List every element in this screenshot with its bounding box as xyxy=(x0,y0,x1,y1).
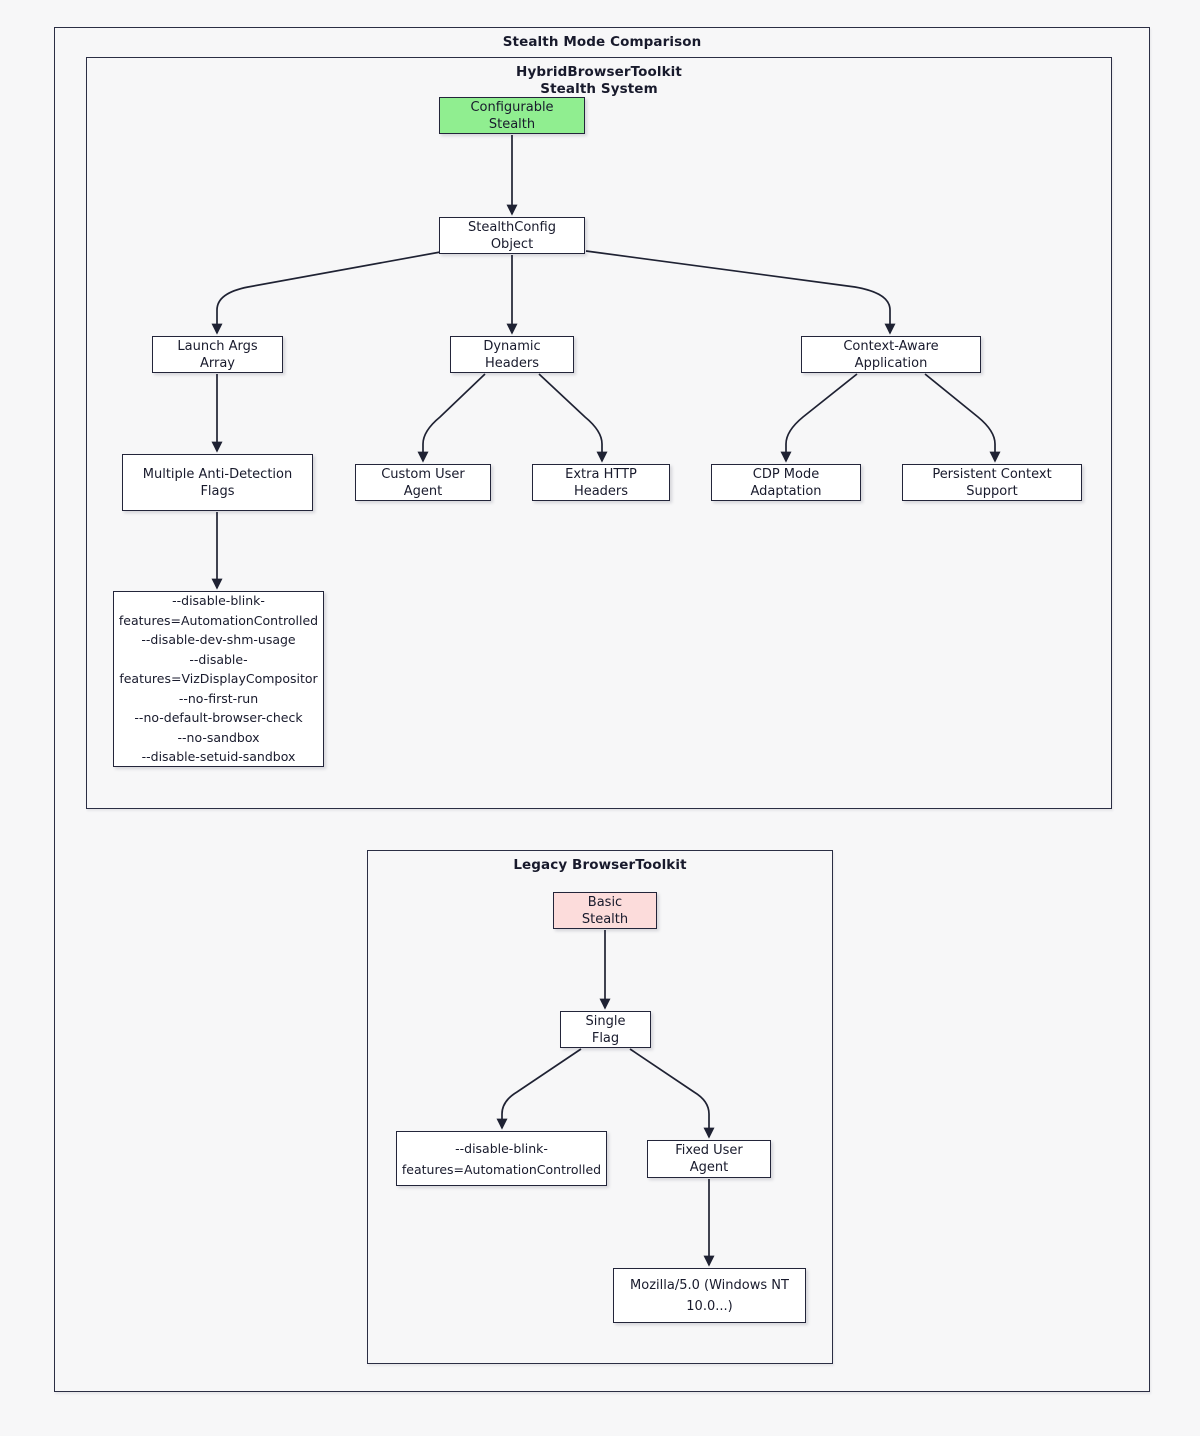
flag-line: --disable-blink- xyxy=(455,1140,548,1156)
node-configurable-stealth: Configurable Stealth xyxy=(439,97,585,134)
node-extra-http-headers: Extra HTTP Headers xyxy=(532,464,670,501)
node-custom-user-agent: Custom User Agent xyxy=(355,464,491,501)
user-agent-line: Mozilla/5.0 (Windows NT xyxy=(630,1277,789,1293)
node-anti-detection-flags-list: --disable-blink- features=AutomationCont… xyxy=(113,591,324,767)
node-label: Launch Args Array xyxy=(177,338,258,371)
hybrid-subgraph: HybridBrowserToolkit Stealth System xyxy=(86,57,1112,809)
node-legacy-blink-flag: --disable-blink- features=AutomationCont… xyxy=(396,1131,607,1186)
node-label: Configurable Stealth xyxy=(470,99,554,132)
node-label: Dynamic Headers xyxy=(483,338,541,371)
flag-line: --disable- xyxy=(189,651,248,667)
node-stealthconfig-object: StealthConfig Object xyxy=(439,217,585,254)
diagram-title: Stealth Mode Comparison xyxy=(502,34,702,50)
flag-line: --no-first-run xyxy=(178,690,259,706)
node-label: Persistent Context Support xyxy=(932,466,1052,499)
legacy-subgraph: Legacy BrowserToolkit xyxy=(367,850,833,1364)
node-multiple-anti-detection-flags: Multiple Anti-Detection Flags xyxy=(122,454,313,511)
node-single-flag: Single Flag xyxy=(560,1011,651,1048)
flag-line: features=AutomationControlled xyxy=(118,612,319,628)
node-cdp-mode-adaptation: CDP Mode Adaptation xyxy=(711,464,861,501)
flag-line: features=AutomationControlled xyxy=(401,1161,602,1177)
hybrid-subgraph-title: HybridBrowserToolkit Stealth System xyxy=(87,58,1111,97)
node-dynamic-headers: Dynamic Headers xyxy=(450,336,574,373)
user-agent-line: 10.0...) xyxy=(686,1298,733,1314)
node-label: Custom User Agent xyxy=(381,466,465,499)
node-label: Fixed User Agent xyxy=(675,1143,743,1175)
node-label: StealthConfig Object xyxy=(468,219,556,252)
legacy-subgraph-title: Legacy BrowserToolkit xyxy=(513,857,687,873)
hybrid-title-line2: Stealth System xyxy=(540,80,658,97)
node-mozilla-user-agent: Mozilla/5.0 (Windows NT 10.0...) xyxy=(613,1268,806,1323)
flag-line: --disable-setuid-sandbox xyxy=(141,749,296,765)
flag-line: --disable-dev-shm-usage xyxy=(141,632,296,648)
node-label: Multiple Anti-Detection Flags xyxy=(142,466,293,499)
node-basic-stealth: Basic Stealth xyxy=(553,892,657,929)
node-label: Extra HTTP Headers xyxy=(565,466,637,499)
node-context-aware-application: Context-Aware Application xyxy=(801,336,981,373)
hybrid-title-line1: HybridBrowserToolkit xyxy=(516,64,682,80)
flag-line: --disable-blink- xyxy=(172,593,265,609)
node-launch-args-array: Launch Args Array xyxy=(152,336,283,373)
outer-container: Stealth Mode Comparison xyxy=(54,27,1150,1392)
node-persistent-context-support: Persistent Context Support xyxy=(902,464,1082,501)
flag-line: --no-sandbox xyxy=(177,729,260,745)
flag-line: features=VizDisplayCompositor xyxy=(119,671,318,687)
node-label: Context-Aware Application xyxy=(843,338,939,371)
flag-line: --no-default-browser-check xyxy=(134,710,303,726)
node-fixed-user-agent: Fixed User Agent xyxy=(647,1140,771,1178)
node-label: Single Flag xyxy=(585,1013,626,1046)
node-label: Basic Stealth xyxy=(581,894,629,927)
node-label: CDP Mode Adaptation xyxy=(750,466,822,499)
